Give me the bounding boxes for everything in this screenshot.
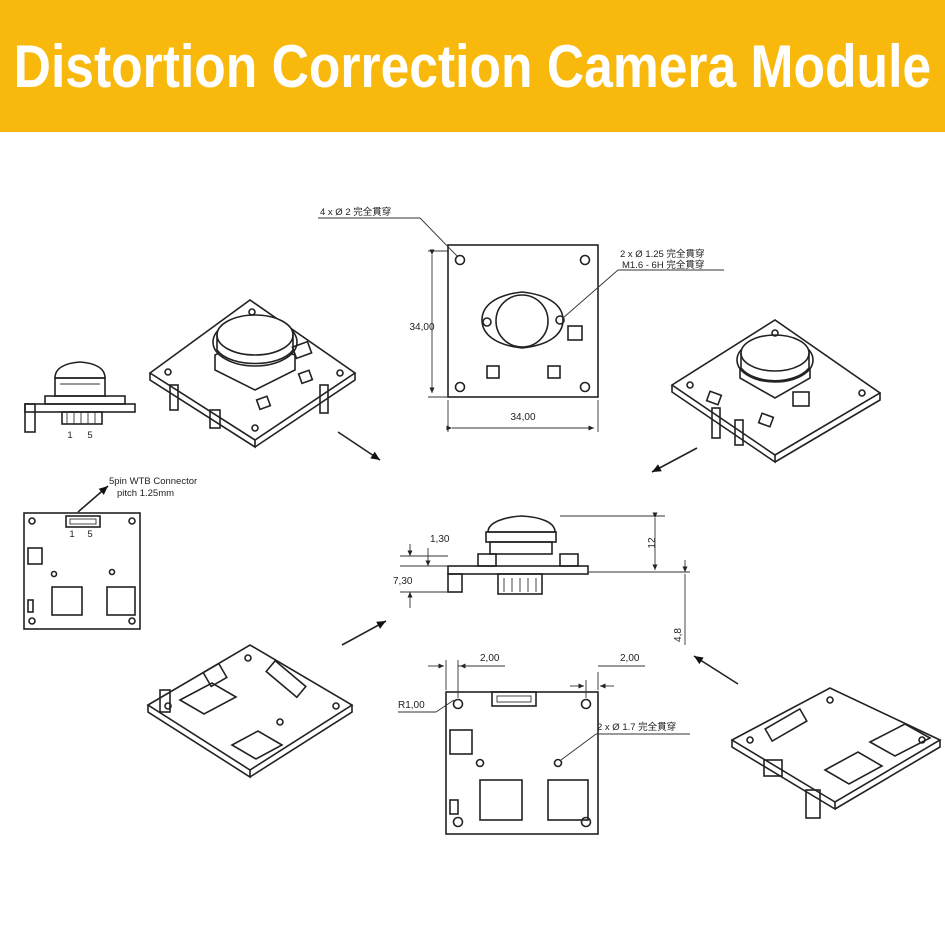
pin-label-back-5: 5 <box>87 529 92 540</box>
iso-view-front-left <box>148 299 357 449</box>
dimension-side-height: 7,30 <box>393 576 413 587</box>
dimension-lens-height: 12 <box>647 537 658 549</box>
pin-label-5: 5 <box>87 430 92 441</box>
dimension-height: 34,00 <box>409 322 434 333</box>
dimension-edge-left: 2,00 <box>480 653 500 664</box>
pin-label-1: 1 <box>67 430 72 441</box>
back-holes-note: 2 x Ø 1.7 完全貫穿 <box>597 721 676 733</box>
title-banner: Distortion Correction Camera Module <box>0 0 945 132</box>
connector-pitch-note: pitch 1.25mm <box>117 488 174 499</box>
dimension-edge-right: 2,00 <box>620 653 640 664</box>
dimension-pcb-offset: 1,30 <box>430 534 450 545</box>
dimension-width: 34,00 <box>510 412 535 423</box>
lens-thread-note: M1.6 - 6H 完全貫穿 <box>622 259 704 271</box>
mount-holes-note: 4 x Ø 2 完全貫穿 <box>320 206 391 218</box>
arrow-bottom-left <box>341 620 387 646</box>
iso-view-back-right <box>730 687 942 819</box>
connector-note: 5pin WTB Connector <box>109 476 197 487</box>
page-title: Distortion Correction Camera Module <box>13 32 932 100</box>
top-view-drawing <box>318 217 724 432</box>
pin-label-back-1: 1 <box>69 529 74 540</box>
back-view-drawing <box>398 660 690 835</box>
side-view-drawing <box>400 512 690 645</box>
arrow-bottom-right <box>693 655 739 685</box>
dimension-corner-radius: R1,00 <box>398 700 425 711</box>
iso-view-back-left <box>146 644 354 779</box>
small-back-view <box>23 485 141 630</box>
small-side-view <box>24 361 136 433</box>
lens-holes-note: 2 x Ø 1.25 完全貫穿 <box>620 248 704 260</box>
iso-view-front-right <box>670 319 882 464</box>
dimension-depth: 4,8 <box>673 628 684 642</box>
arrow-top-left <box>337 431 381 461</box>
arrow-top-right <box>651 447 698 473</box>
